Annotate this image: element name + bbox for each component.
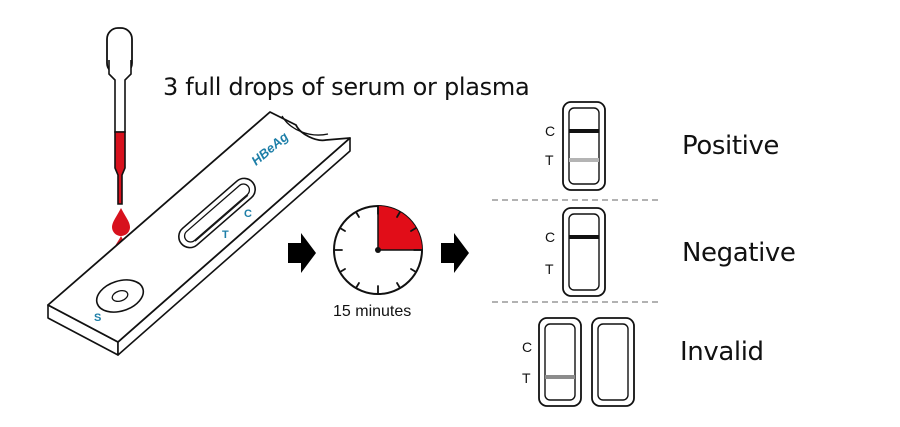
- device-t-label: T: [222, 229, 229, 241]
- result-positive-label: Positive: [682, 131, 780, 161]
- blood-drop: [112, 208, 130, 236]
- strip-t-label: T: [545, 152, 554, 168]
- pipette-blood-fill: [114, 131, 126, 205]
- device-sample-label: S: [94, 312, 101, 324]
- strip-c-label: C: [545, 229, 556, 245]
- test-cassette: HBeAg S C T: [47, 111, 351, 356]
- strip-t-label: T: [522, 370, 531, 386]
- negative-result-strip: [562, 207, 606, 297]
- invalid-result-strip: [538, 317, 582, 407]
- pipette: [106, 27, 133, 205]
- strip-t-label: T: [545, 261, 554, 277]
- timer-clock-icon: [333, 205, 423, 295]
- timer-label: 15 minutes: [333, 303, 412, 320]
- strip-c-label: C: [545, 123, 556, 139]
- result-invalid-label: Invalid: [680, 337, 764, 367]
- arrow-right-icon: [441, 233, 469, 273]
- cassette-notch-line: [281, 115, 329, 136]
- result-negative-label: Negative: [682, 238, 796, 268]
- cassette-sample-well: [95, 279, 145, 313]
- cassette-result-window: [178, 177, 256, 249]
- invalid-result-strip: [591, 317, 635, 407]
- pipette-stem: [108, 60, 132, 133]
- instruction-text: 3 full drops of serum or plasma: [163, 73, 530, 101]
- positive-result-strip: [562, 101, 606, 191]
- arrow-right-icon: [288, 233, 316, 273]
- strip-c-label: C: [522, 339, 533, 355]
- device-c-label: C: [244, 208, 252, 220]
